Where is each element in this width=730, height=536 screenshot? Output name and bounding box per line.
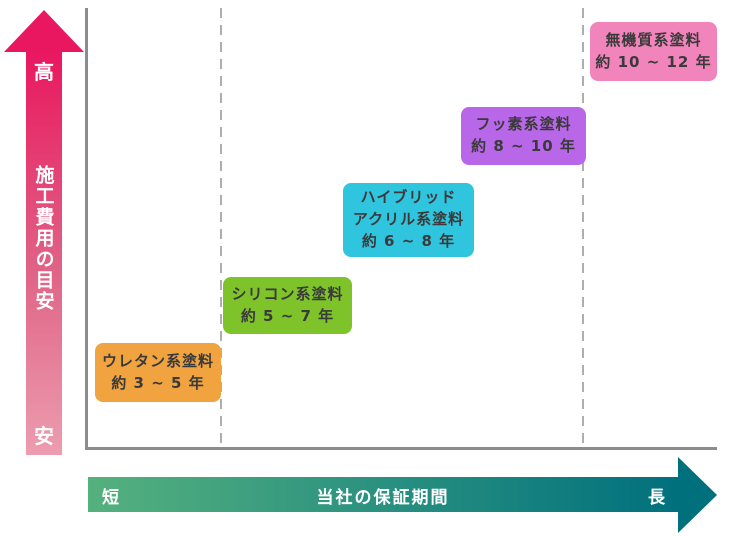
paint-box-hybrid-acrylic: ハイブリッド アクリル系塗料 約 6 ~ 8 年 [343, 183, 474, 257]
cost-arrow-up-icon [4, 10, 84, 52]
paint-box-years: 約 3 ~ 5 年 [111, 373, 205, 392]
paint-box-label: フッ素系塗料 [475, 115, 572, 134]
paint-box-label: シリコン系塗料 [231, 284, 344, 303]
paint-box-years: 約 10 ~ 12 年 [595, 52, 712, 71]
paint-box-urethane: ウレタン系塗料 約 3 ~ 5 年 [95, 343, 221, 402]
paint-box-label: ウレタン系塗料 [101, 351, 214, 370]
paint-box-years: 約 5 ~ 7 年 [240, 306, 335, 325]
warranty-short-label: 短 [102, 488, 119, 508]
paint-box-label: ハイブリッド [360, 188, 457, 207]
paint-box-inorganic: 無機質系塗料 約 10 ~ 12 年 [590, 22, 717, 81]
dashed-guideline-left [220, 8, 222, 448]
cost-axis-title: 施工費用の目安 [32, 164, 55, 312]
x-axis-line [85, 447, 717, 450]
paint-box-fluorine: フッ素系塗料 約 8 ~ 10 年 [461, 107, 586, 165]
dashed-guideline-right [582, 8, 584, 448]
paint-box-silicone: シリコン系塗料 約 5 ~ 7 年 [223, 277, 352, 334]
cost-low-label: 安 [34, 424, 54, 448]
cost-high-label: 高 [34, 60, 54, 84]
cost-arrow-body [26, 51, 62, 455]
warranty-arrow-right-icon [678, 457, 717, 533]
warranty-axis-title: 当社の保証期間 [316, 488, 450, 508]
paint-box-years: 約 8 ~ 10 年 [471, 137, 576, 155]
paint-box-label: 無機質系塗料 [605, 30, 702, 49]
paint-box-years: 約 6 ~ 8 年 [361, 231, 456, 250]
warranty-long-label: 長 [648, 488, 665, 508]
paint-box-label: アクリル系塗料 [352, 210, 465, 229]
y-axis-line [85, 8, 88, 450]
warranty-arrow-body [88, 477, 678, 512]
